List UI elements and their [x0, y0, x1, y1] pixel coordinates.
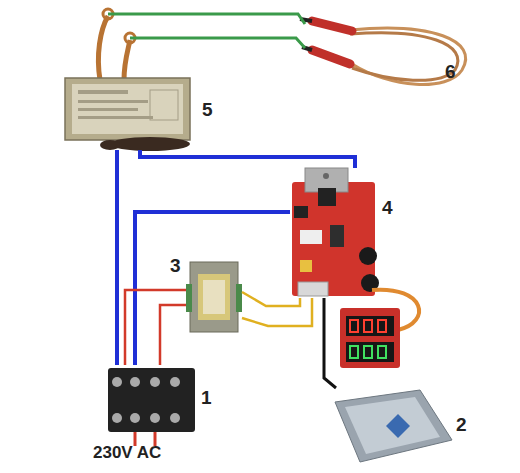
wire	[242, 298, 312, 326]
wire	[125, 290, 186, 365]
wire	[140, 150, 355, 168]
callout-number: 2	[456, 415, 467, 435]
callout-number: 4	[382, 198, 393, 218]
wire	[195, 14, 305, 24]
display-board	[340, 290, 419, 368]
welding-probes	[300, 19, 466, 84]
foot-pedal: 2	[325, 388, 455, 464]
supply-label: 230V AC	[93, 443, 161, 463]
callout-number: 1	[201, 388, 212, 408]
welding-probes: 6	[305, 14, 470, 95]
controller-board	[292, 168, 379, 296]
wire	[115, 150, 119, 365]
wire	[195, 38, 305, 48]
terminal-block: 1	[105, 365, 198, 435]
terminal-block	[108, 368, 195, 446]
controller-board: 4	[290, 168, 378, 298]
wire	[135, 212, 290, 365]
small-transformer	[186, 262, 242, 332]
foot-pedal	[335, 390, 452, 462]
wire	[242, 292, 300, 306]
main-transformer	[65, 9, 195, 151]
wire	[160, 305, 186, 365]
small-transformer: 3	[186, 258, 242, 335]
callout-number: 3	[170, 256, 181, 276]
callout-number: 5	[202, 100, 213, 120]
main-transformer: 5	[62, 12, 195, 150]
callout-number: 6	[445, 62, 456, 82]
wire	[324, 298, 336, 388]
